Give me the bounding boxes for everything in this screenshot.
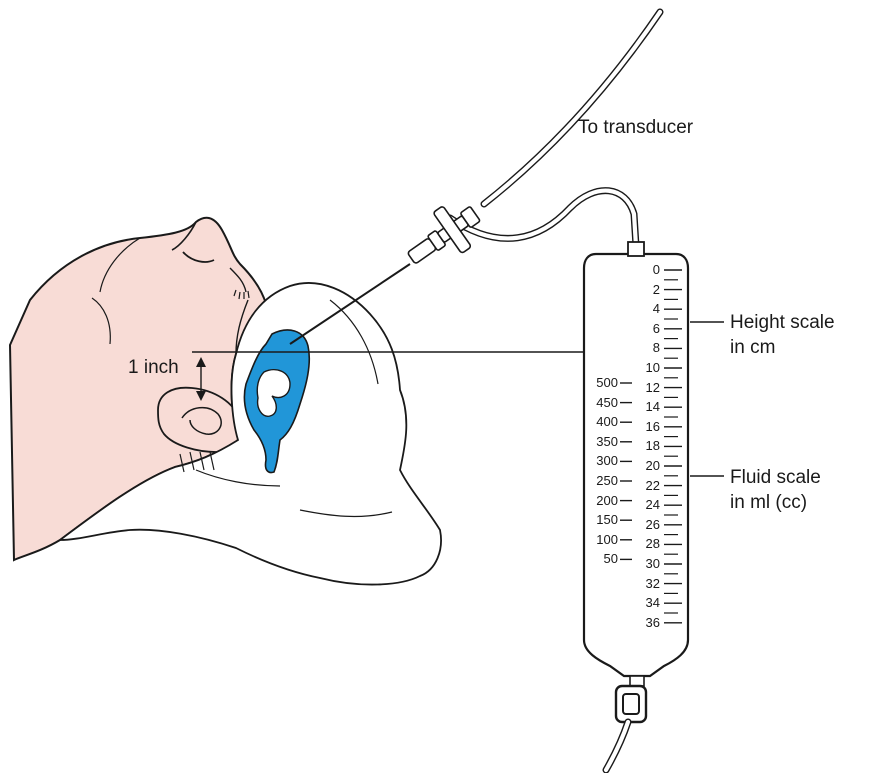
height-tick-label: 10 — [645, 360, 660, 375]
temple-line — [99, 237, 141, 293]
height-tick-label: 8 — [652, 340, 660, 356]
height-tick-label: 6 — [652, 320, 660, 336]
height-tick-label: 0 — [652, 262, 660, 277]
fluid-tick-label: 200 — [596, 492, 618, 508]
fluid-tick-label: 350 — [596, 433, 618, 449]
bag-outlet — [629, 675, 645, 687]
inch-marker-arrow-down — [196, 391, 206, 401]
height-tick-label: 12 — [645, 379, 660, 395]
stopcock — [407, 206, 481, 264]
fluid-tick-label: 50 — [603, 551, 618, 567]
height-scale-label-line1: Height scale — [730, 312, 835, 333]
height-tick-label: 34 — [645, 595, 660, 611]
height-tick-label: 36 — [645, 614, 660, 630]
pillow-drape — [57, 282, 442, 586]
height-tick-label: 18 — [645, 438, 660, 454]
eye-brow — [229, 267, 247, 293]
transducer-tube-core — [481, 9, 663, 207]
inch-label: 1 inch — [128, 357, 179, 378]
fluid-tick-label: 500 — [596, 375, 618, 390]
ear-inner — [181, 406, 222, 435]
fluid-tick-label: 300 — [596, 453, 618, 469]
head-fold — [91, 297, 111, 345]
eyelashes — [233, 289, 250, 300]
fluid-tick-label: 400 — [596, 414, 618, 430]
height-tick-label: 16 — [645, 418, 660, 434]
drape-fold-3 — [195, 469, 281, 487]
height-tick-label: 22 — [645, 477, 660, 493]
eye-lid — [182, 251, 215, 263]
fluid-tick-label: 150 — [596, 512, 618, 528]
fluid-scale-label-line2: in ml (cc) — [730, 492, 808, 513]
height-tick-label: 2 — [652, 281, 660, 297]
height-tick-label: 32 — [645, 575, 660, 591]
bag-tube-core — [447, 188, 639, 249]
inch-marker-arrow-up — [196, 357, 206, 367]
drape-fold-4 — [179, 451, 215, 473]
transducer-label: To transducer — [578, 117, 694, 138]
height-tick-label: 24 — [645, 497, 660, 513]
fluid-area — [243, 329, 311, 474]
drape-fold-1 — [329, 299, 379, 385]
needle — [289, 263, 411, 345]
drape-fold-2 — [299, 509, 393, 518]
fluid-tick-label: 100 — [596, 531, 618, 547]
height-tick-label: 26 — [645, 516, 660, 532]
height-tick-label: 30 — [645, 556, 660, 571]
height-scale-ticks — [664, 269, 682, 624]
fluid-tick-label: 250 — [596, 473, 618, 488]
transducer-tube — [480, 8, 664, 208]
fluid-inner-shape — [256, 368, 291, 417]
height-tick-label: 4 — [652, 301, 660, 317]
height-tick-label: 20 — [645, 458, 660, 473]
cheek-line — [235, 299, 249, 355]
nose-outline — [171, 221, 197, 251]
height-scale-label-line2: in cm — [730, 337, 776, 358]
height-tick-label: 28 — [645, 536, 660, 552]
fluid-scale-ticks — [620, 382, 632, 561]
bag-neck — [627, 241, 645, 257]
fluid-scale-label-line1: Fluid scale — [730, 467, 821, 488]
fluid-tick-label: 450 — [596, 394, 618, 410]
roller-clamp — [614, 684, 648, 724]
irrigation-bag — [582, 252, 690, 678]
outlet-tube-core — [603, 719, 631, 773]
height-tick-label: 14 — [645, 399, 660, 415]
